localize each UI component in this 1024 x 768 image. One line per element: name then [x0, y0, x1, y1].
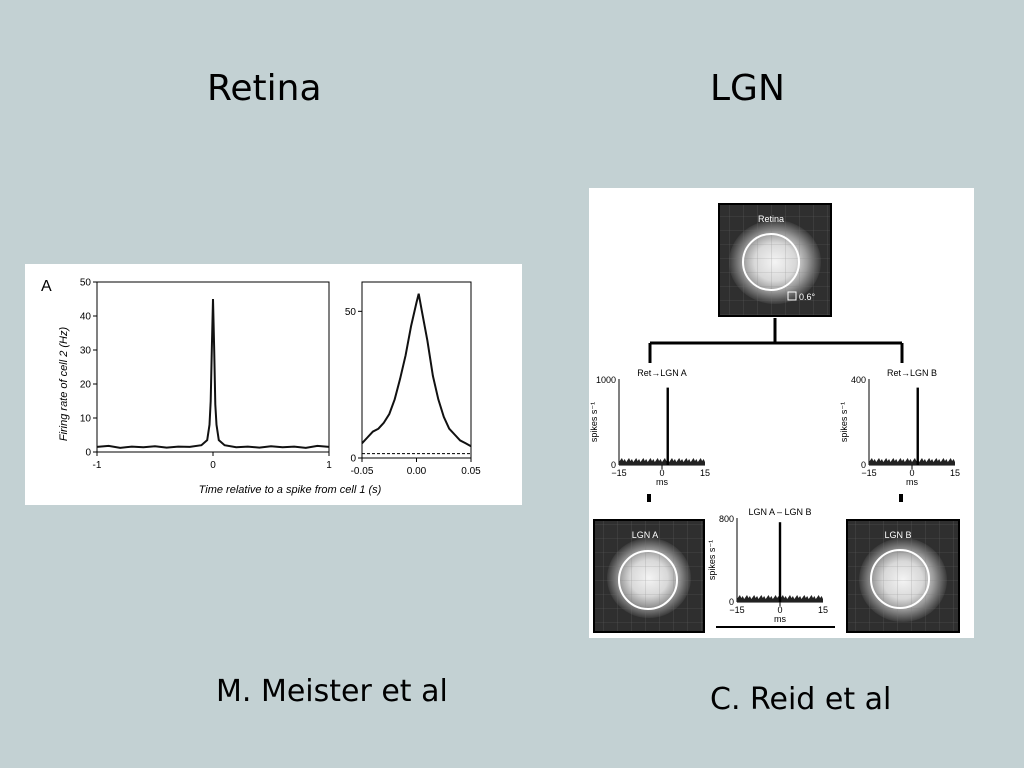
c1-xtick-label-1: 0.00	[407, 466, 427, 477]
c4-ytick-top: 800	[719, 514, 734, 524]
c3-xtick-label-2: 15	[950, 468, 960, 478]
c4-peak-bar	[778, 522, 782, 602]
c0-ytick-label-4: 40	[80, 312, 92, 323]
scale-label: 0.6°	[799, 292, 816, 302]
left-xlabel: Time relative to a spike from cell 1 (s)	[199, 484, 382, 496]
c3-ytick-zero: 0	[861, 460, 866, 470]
c2-ytick-zero: 0	[611, 460, 616, 470]
c1-frame	[361, 281, 472, 459]
c4-noise-floor	[737, 595, 823, 602]
retina-title: Retina	[207, 68, 322, 109]
lgn-a-receptive-field: LGN A	[593, 519, 705, 633]
c2-peak-bar	[666, 387, 669, 465]
connector-lines	[648, 318, 904, 363]
panel-label: A	[41, 278, 52, 295]
c2-xtick-label-2: 15	[700, 468, 710, 478]
c0-xtick-label-1: 0	[210, 460, 216, 471]
c4-ylabel: spikes s⁻¹	[707, 540, 717, 580]
retina-correlation-svg: A Firing rate of cell 2 (Hz) Time relati…	[41, 278, 481, 497]
c2-ylabel: spikes s⁻¹	[589, 402, 599, 442]
left-ylabel: Firing rate of cell 2 (Hz)	[58, 327, 70, 442]
c4-xtick-label-0: −15	[729, 605, 744, 615]
c3-xlabel: ms	[906, 477, 918, 487]
c3-title: Ret→LGN B	[887, 368, 937, 378]
c0-ytick-label-1: 10	[80, 414, 92, 425]
c4-title: LGN A – LGN B	[748, 507, 811, 517]
c3-ylabel: spikes s⁻¹	[839, 402, 849, 442]
c0-ytick-label-3: 30	[80, 346, 92, 357]
c3-noise-floor	[869, 458, 955, 465]
c2-xlabel: ms	[656, 477, 668, 487]
retina-correlation-figure: A Firing rate of cell 2 (Hz) Time relati…	[25, 264, 522, 505]
retina-receptive-field: Retina 0.6°	[718, 203, 832, 317]
retina-rf-label: Retina	[758, 214, 784, 224]
c2-xtick-label-1: 0	[659, 468, 664, 478]
credit-meister: M. Meister et al	[216, 674, 448, 709]
lgn-b-receptive-field: LGN B	[846, 519, 960, 633]
c0-series-line	[96, 298, 330, 449]
c2-xtick-label-0: −15	[611, 468, 626, 478]
c3-xtick-label-1: 0	[909, 468, 914, 478]
c3-peak-bar	[916, 387, 919, 465]
c4-ytick-zero: 0	[729, 597, 734, 607]
c1-series-line	[361, 293, 472, 448]
c2-ytick-top: 1000	[596, 375, 616, 385]
c0-ytick-label-2: 20	[80, 380, 92, 391]
c0-xtick-label-2: 1	[326, 460, 332, 471]
c0-ytick-label-0: 0	[85, 448, 91, 459]
c2-title: Ret→LGN A	[637, 368, 687, 378]
lgn-a-label: LGN A	[632, 530, 659, 540]
c1-xtick-label-0: -0.05	[351, 466, 374, 477]
c4-xtick-label-2: 15	[818, 605, 828, 615]
c2-noise-floor	[619, 458, 705, 465]
c0-xtick-label-0: -1	[93, 460, 102, 471]
c4-xtick-label-1: 0	[777, 605, 782, 615]
lgn-b-label: LGN B	[884, 530, 911, 540]
c1-xtick-label-2: 0.05	[461, 466, 481, 477]
lgn-title: LGN	[710, 68, 785, 109]
c4-xlabel: ms	[774, 614, 786, 624]
c3-ytick-top: 400	[851, 375, 866, 385]
c0-ytick-label-5: 50	[80, 278, 92, 289]
c1-ytick-label-1: 50	[345, 307, 357, 318]
c3-xtick-label-0: −15	[861, 468, 876, 478]
c1-ytick-label-0: 0	[350, 454, 356, 465]
lgn-a-marker	[647, 494, 651, 502]
credit-reid: C. Reid et al	[710, 682, 892, 717]
lgn-b-marker	[899, 494, 903, 502]
